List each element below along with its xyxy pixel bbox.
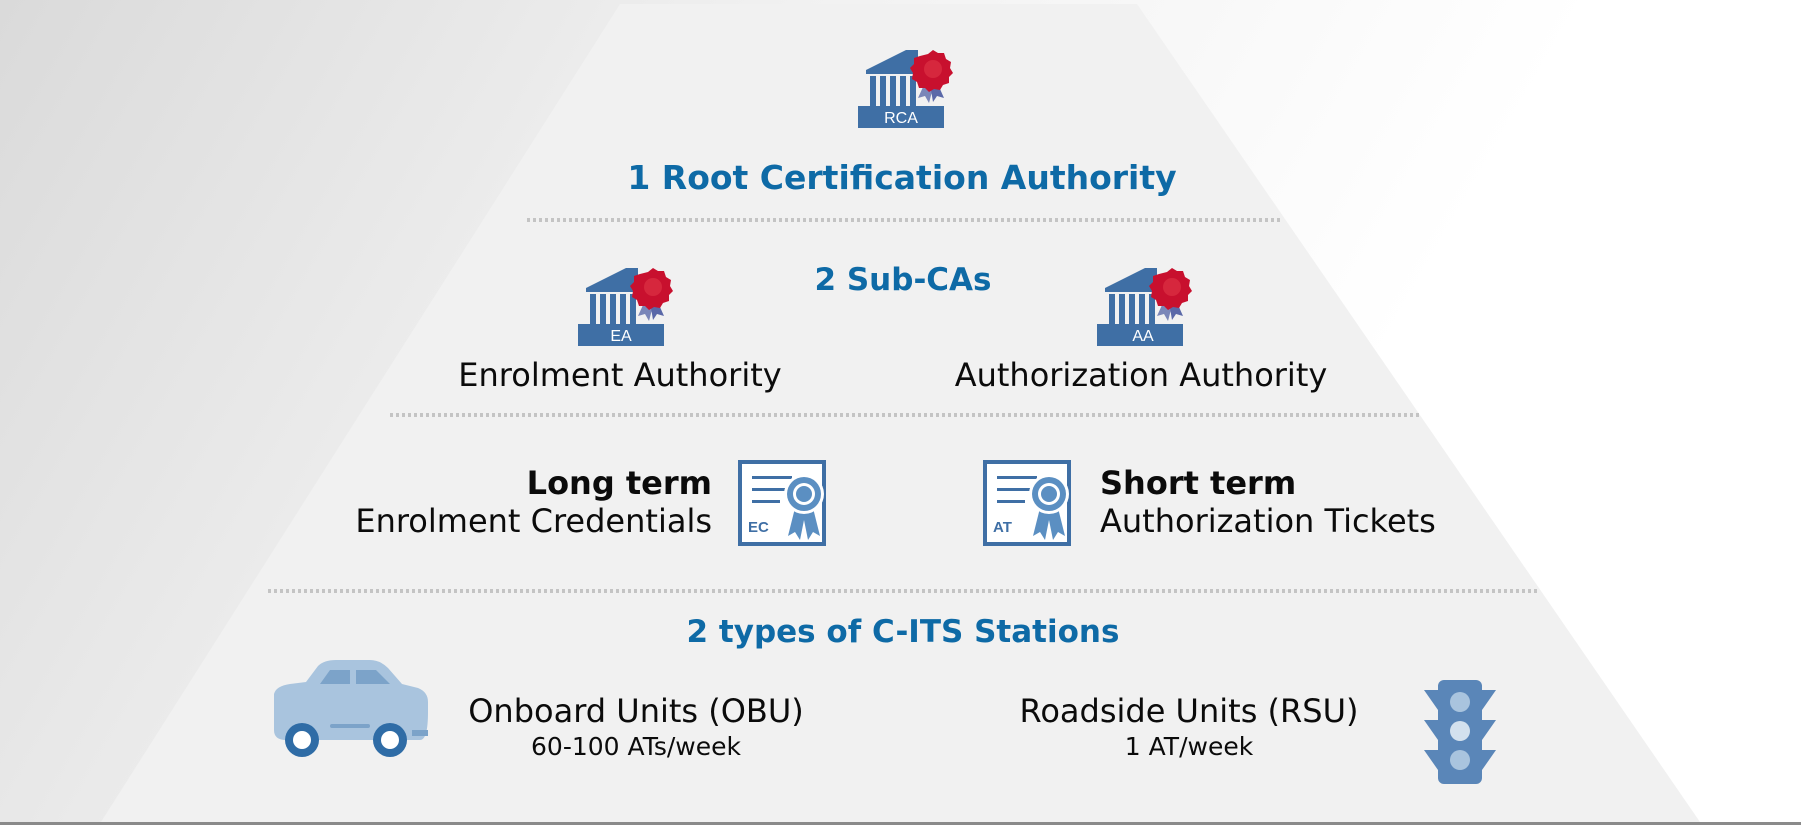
- root-ca-title: 1 Root Certification Authority: [627, 158, 1177, 197]
- enrolment-authority-label: Enrolment Authority: [458, 356, 782, 394]
- short-term-heading: Short term: [1100, 464, 1297, 502]
- rsu-label: Roadside Units (RSU): [1019, 692, 1359, 730]
- sub-cas-title: 2 Sub-CAs: [814, 262, 992, 298]
- obu-label: Onboard Units (OBU): [468, 692, 804, 730]
- authorization-authority-label: Authorization Authority: [954, 356, 1328, 394]
- rca-institution-icon: RCA: [858, 50, 953, 128]
- enrolment-credentials-label: Enrolment Credentials: [355, 502, 712, 540]
- aa-badge-text: AA: [1132, 328, 1154, 345]
- aa-institution-icon: AA: [1097, 268, 1192, 346]
- ec-badge-text: EC: [748, 519, 769, 536]
- car-icon: [274, 660, 428, 757]
- bottom-divider: [0, 822, 1801, 825]
- ec-certificate-icon: EC: [738, 460, 826, 546]
- obu-rate: 60-100 ATs/week: [531, 732, 741, 761]
- rca-badge-text: RCA: [884, 110, 918, 127]
- ea-institution-icon: EA: [578, 268, 673, 346]
- authorization-tickets-label: Authorization Tickets: [1100, 502, 1436, 540]
- rsu-rate: 1 AT/week: [1124, 732, 1254, 761]
- stations-title: 2 types of C-ITS Stations: [686, 614, 1120, 650]
- long-term-heading: Long term: [526, 464, 712, 502]
- traffic-light-icon: [1424, 680, 1496, 784]
- ea-badge-text: EA: [610, 328, 632, 345]
- at-certificate-icon: AT: [983, 460, 1071, 546]
- at-badge-text: AT: [993, 519, 1012, 536]
